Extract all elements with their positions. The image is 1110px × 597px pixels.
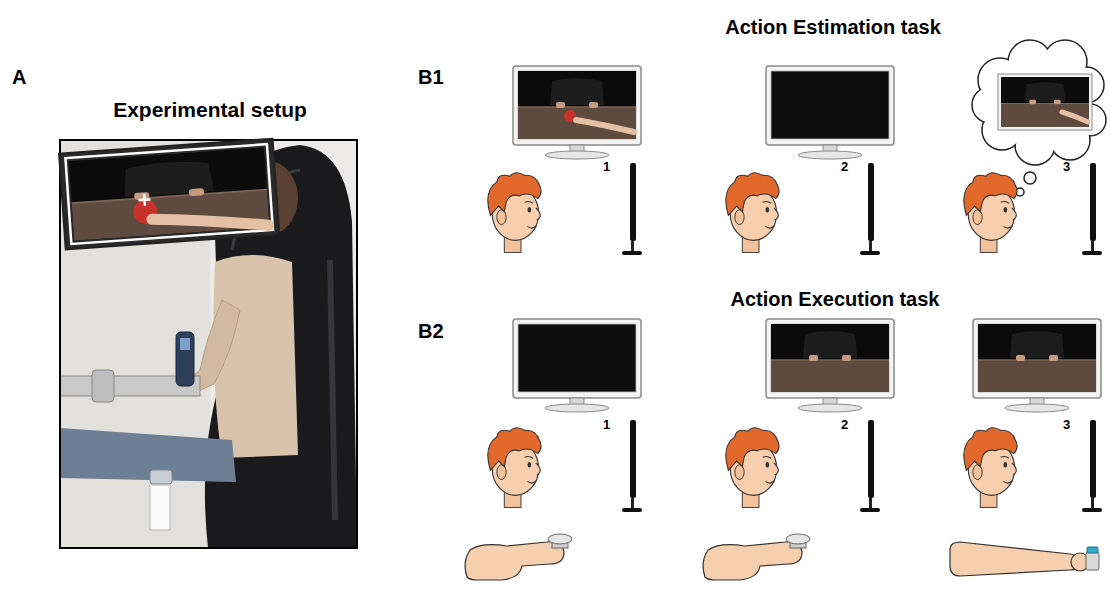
bent-arm: [703, 534, 810, 580]
panel-letter: B2: [418, 320, 444, 343]
execution-panel: [465, 319, 1102, 580]
panel-letter: A: [12, 66, 26, 89]
task-title: Action Execution task: [635, 288, 1035, 311]
step-number: 2: [841, 160, 848, 175]
bent-arm: [465, 534, 572, 580]
step-number: 1: [603, 160, 610, 175]
estimation-panel: [488, 40, 1106, 255]
step-number: 3: [1063, 418, 1070, 433]
step-number: 2: [841, 418, 848, 433]
panel-letter: B1: [418, 66, 444, 89]
task-title: Action Estimation task: [633, 16, 1033, 39]
panel-title: Experimental setup: [10, 98, 410, 122]
step-number: 1: [603, 418, 610, 433]
extended-arm: [950, 542, 1099, 576]
photo-frame: [60, 140, 357, 548]
setup-photo: [60, 140, 357, 548]
step-number: 3: [1063, 160, 1070, 175]
inset-screen: [59, 139, 279, 250]
